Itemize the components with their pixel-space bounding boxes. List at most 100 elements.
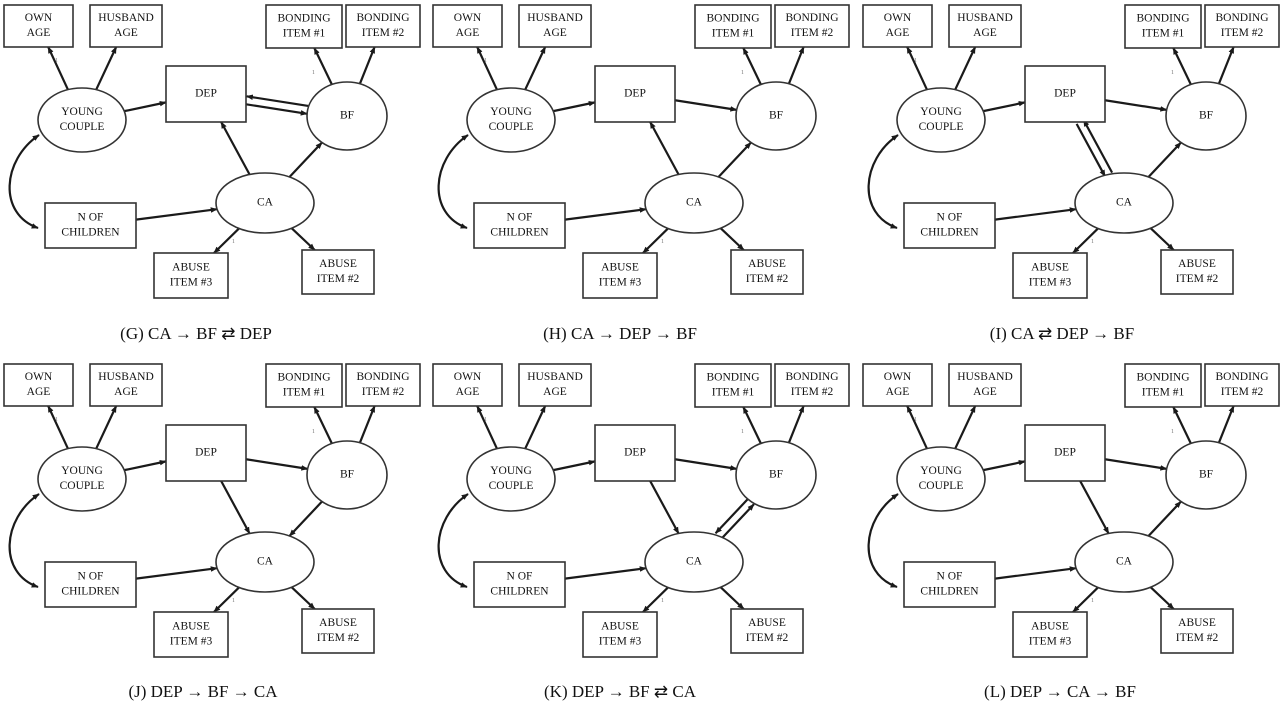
- loading-arrow-bf-bond2: [358, 405, 376, 444]
- node-label: ITEM #2: [317, 273, 360, 285]
- path-arrow-dep-bf: [1104, 458, 1168, 471]
- node-label: HUSBAND: [527, 371, 583, 383]
- node-label: YOUNG: [61, 106, 103, 118]
- loading-arrow-bf-bond1: [742, 47, 762, 85]
- loading-arrow-young-own: [47, 46, 69, 91]
- node-abuse2: ABUSE ITEM #2: [1160, 249, 1234, 295]
- node-bf: BF: [306, 440, 388, 510]
- node-box: [862, 4, 933, 48]
- node-label: DEP: [195, 88, 217, 100]
- loading-arrow-ca-abuse3: [213, 586, 240, 613]
- node-label: ITEM #3: [1029, 277, 1072, 289]
- node-label: ABUSE: [1178, 258, 1216, 270]
- node-ellipse: [1074, 531, 1174, 593]
- loading-arrow-bf-bond1: [313, 406, 333, 444]
- node-label: BONDING: [706, 13, 759, 25]
- node-label: COUPLE: [60, 480, 105, 492]
- path-arrow-ca-bf: [717, 141, 752, 178]
- loading-arrow-young-own: [906, 405, 928, 450]
- node-label: BONDING: [785, 371, 838, 383]
- loading-arrow-ca-abuse3: [642, 227, 669, 254]
- loading-arrow-bf-bond1: [1172, 47, 1192, 85]
- loading-arrow-bf-bond2: [787, 46, 805, 85]
- loading-arrow-bf-bond2: [358, 46, 376, 85]
- node-box: [265, 363, 343, 408]
- node-label: AGE: [114, 386, 138, 398]
- loading-arrow-ca-abuse2: [719, 586, 745, 610]
- node-label: BONDING: [785, 12, 838, 24]
- node-label: BF: [1199, 110, 1213, 122]
- node-label: N OF: [937, 212, 963, 224]
- fixed-loading-mark: 1: [55, 417, 58, 423]
- node-box: [345, 363, 421, 407]
- loading-arrow-ca-abuse3: [213, 227, 240, 254]
- node-box: [1024, 424, 1106, 482]
- node-label: BONDING: [1136, 13, 1189, 25]
- loading-arrow-ca-abuse2: [290, 227, 316, 251]
- node-label: OWN: [454, 12, 482, 24]
- node-ellipse: [215, 531, 315, 593]
- node-box: [594, 424, 676, 482]
- node-box: [582, 611, 658, 658]
- node-label: AGE: [456, 386, 480, 398]
- node-label: ITEM #2: [362, 27, 405, 39]
- node-dep: DEP: [594, 424, 676, 482]
- node-dep: DEP: [1024, 424, 1106, 482]
- node-label: HUSBAND: [957, 12, 1013, 24]
- path-arrow-dep-bf: [674, 99, 738, 112]
- node-label: COUPLE: [919, 480, 964, 492]
- node-label: CA: [686, 197, 703, 209]
- node-label: CA: [257, 556, 274, 568]
- node-label: HUSBAND: [98, 371, 154, 383]
- node-box: [903, 561, 996, 608]
- node-label: ITEM #2: [1221, 27, 1264, 39]
- path-arrow-young-dep: [124, 459, 167, 472]
- node-husband: HUSBAND AGE: [89, 363, 163, 407]
- node-box: [44, 202, 137, 249]
- node-box: [730, 608, 804, 654]
- fixed-loading-mark: 1: [55, 58, 58, 64]
- loading-arrow-ca-abuse3: [642, 586, 669, 613]
- panel-caption: (L) DEP → CA → BF: [984, 682, 1136, 701]
- node-label: ITEM #2: [1176, 273, 1219, 285]
- node-label: DEP: [195, 447, 217, 459]
- path-arrow-young-dep: [983, 459, 1026, 472]
- node-label: BONDING: [1215, 371, 1268, 383]
- node-label: YOUNG: [61, 465, 103, 477]
- path-arrow-dep-ca: [220, 480, 251, 535]
- node-label: ITEM #3: [1029, 636, 1072, 648]
- node-box: [774, 4, 850, 48]
- loading-arrow-ca-abuse2: [290, 586, 316, 610]
- node-label: CA: [1116, 197, 1133, 209]
- node-box: [473, 561, 566, 608]
- path-arrow-dep-bf: [245, 458, 309, 471]
- node-label: CHILDREN: [920, 586, 979, 598]
- node-label: OWN: [25, 12, 53, 24]
- node-box: [862, 363, 933, 407]
- panel-caption: (G) CA → BF ⇄ DEP: [120, 324, 272, 343]
- node-label: ITEM #2: [1221, 386, 1264, 398]
- node-ca: CA: [215, 531, 315, 593]
- node-label: BF: [340, 110, 354, 122]
- loading-arrow-ca-abuse2: [1149, 586, 1175, 610]
- node-box: [518, 4, 592, 48]
- path-arrow-nchild-ca: [994, 207, 1077, 221]
- node-box: [473, 202, 566, 249]
